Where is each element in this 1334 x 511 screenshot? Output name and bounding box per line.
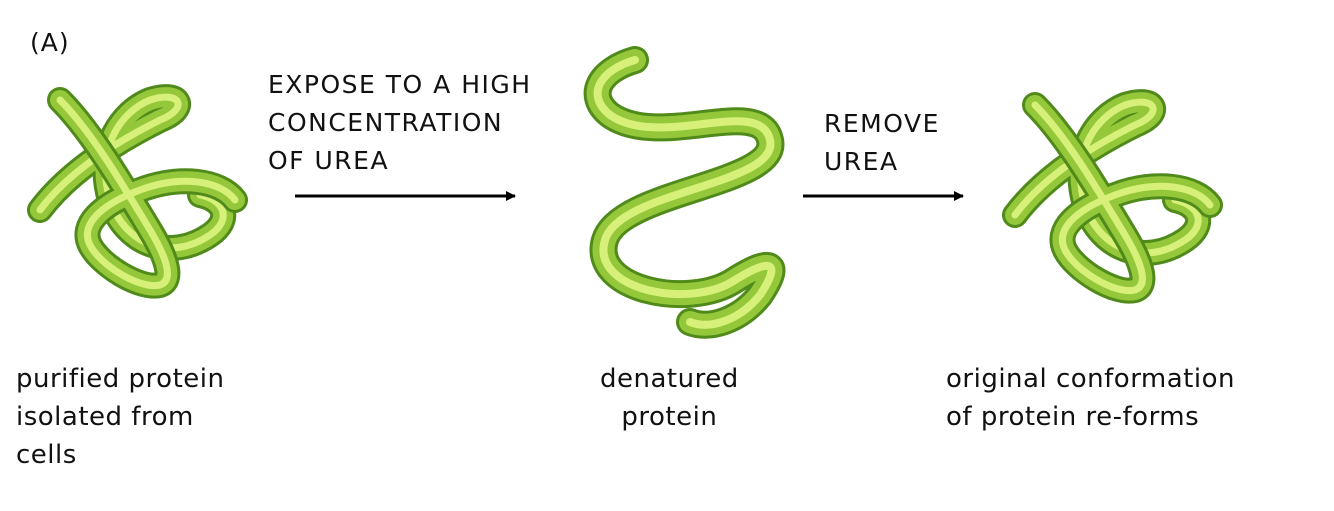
caption-reformed-protein: original conformation of protein re-form… [946,360,1235,436]
caption-purified-protein: purified protein isolated from cells [16,360,224,474]
folded-protein-original [40,97,235,286]
step-label-expose-urea: EXPOSE TO A HIGH CONCENTRATION OF UREA [268,66,532,180]
caption-denatured-protein: denatured protein [600,360,739,436]
panel-label: (A) [30,28,70,57]
folded-protein-reformed [1015,102,1210,291]
denatured-protein [598,60,772,325]
step-label-remove-urea: REMOVE UREA [824,105,940,181]
